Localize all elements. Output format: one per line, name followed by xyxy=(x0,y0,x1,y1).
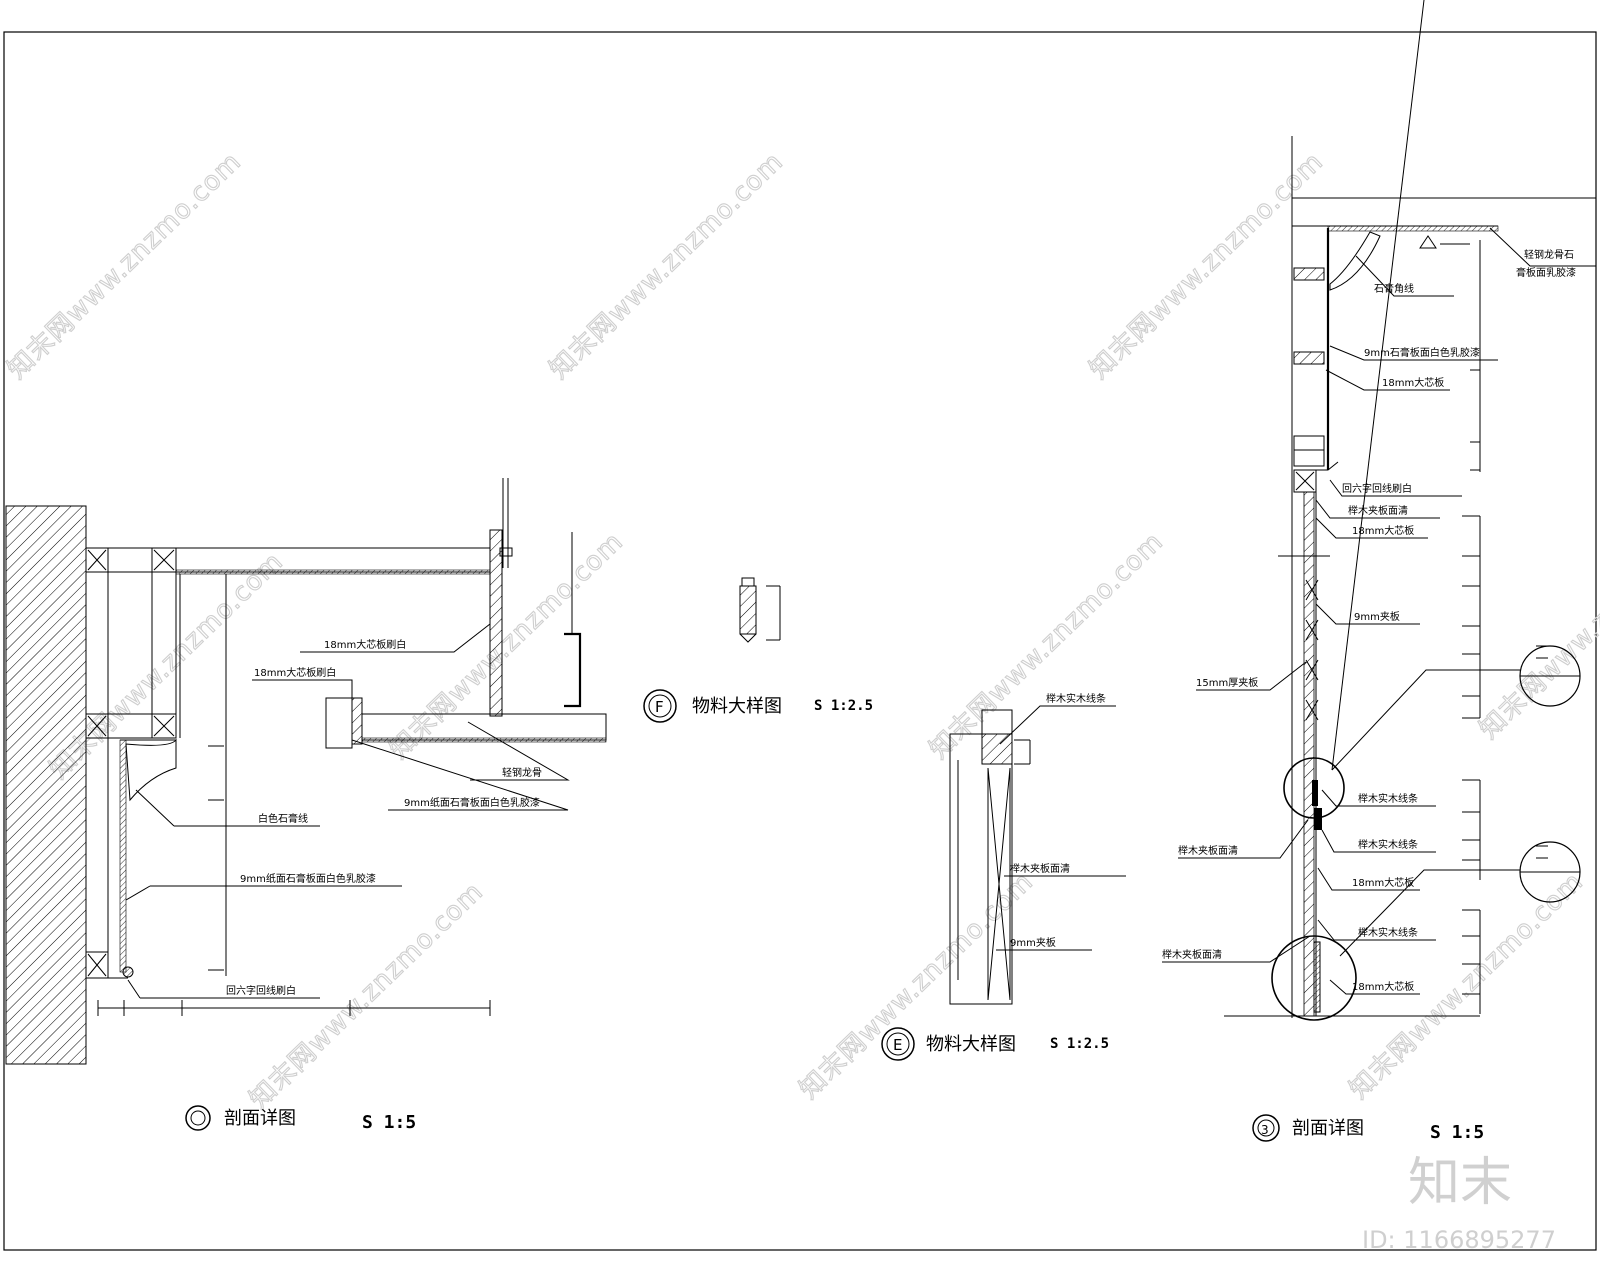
annotation-label: 轻钢龙骨石 xyxy=(1524,248,1574,261)
detail-marker-label: F xyxy=(655,698,664,716)
annotation-label: 榉木夹板面清 xyxy=(1010,862,1070,875)
detail-scale: S 1:5 xyxy=(1430,1122,1484,1143)
annotation-label: 榉木实木线条 xyxy=(1046,692,1106,705)
annotation-label: 榉木实木线条 xyxy=(1358,838,1418,851)
watermark-text: 知末网www.znzmo.com xyxy=(1474,507,1600,745)
detail-title: 剖面详图 xyxy=(1292,1118,1364,1139)
annotation-label: 9mm纸面石膏板面白色乳胶漆 xyxy=(404,796,540,809)
watermark-text: 知末网www.znzmo.com xyxy=(544,147,789,385)
detail-title: 剖面详图 xyxy=(224,1108,296,1129)
annotation-label: 榉木实木线条 xyxy=(1358,926,1418,939)
sheet-border xyxy=(3,31,1597,1251)
left-section-detail: 18mm大芯板刷白 18mm大芯板刷白 轻钢龙骨 9mm纸面石膏板面白色乳胶漆 … xyxy=(5,478,607,1133)
detail-e: 榉木实木线条 榉木夹板面清 9mm夹板 E 物料大样图 S 1:2.5 xyxy=(881,692,1126,1061)
right-section-detail: 轻钢龙骨石 膏板面乳胶漆 石膏角线 9mm石膏板面白色乳胶漆 18mm大芯板 回… xyxy=(1162,0,1596,1143)
annotation-label: 榉木夹板面清 xyxy=(1162,948,1222,961)
detail-marker-label: 3 xyxy=(1261,1123,1269,1137)
annotation-label: 18mm大芯板刷白 xyxy=(324,638,406,651)
annotation-label: 18mm大芯板刷白 xyxy=(254,666,336,679)
detail-marker xyxy=(185,1105,211,1131)
detail-scale: S 1:2.5 xyxy=(814,698,873,714)
watermark-text: 知末网www.znzmo.com xyxy=(2,147,247,385)
annotation-label: 轻钢龙骨 xyxy=(502,766,542,779)
watermark-text: 知末网www.znzmo.com xyxy=(924,527,1169,765)
annotation-label: 9mm石膏板面白色乳胶漆 xyxy=(1364,346,1480,359)
annotation-label: 9mm夹板 xyxy=(1010,936,1056,949)
annotation-label: 18mm大芯板 xyxy=(1352,876,1414,889)
watermark-text: 知末网www.znzmo.com xyxy=(384,527,629,765)
wall-hatch xyxy=(5,505,87,1065)
annotation-label: 15mm厚夹板 xyxy=(1196,676,1258,689)
watermark-text: 知末网www.znzmo.com xyxy=(794,867,1039,1105)
detail-scale: S 1:2.5 xyxy=(1050,1036,1109,1052)
annotation-label: 石膏角线 xyxy=(1374,282,1414,295)
detail-scale: S 1:5 xyxy=(362,1112,416,1133)
annotation-label: 榉木夹板面清 xyxy=(1348,504,1408,517)
detail-marker xyxy=(1252,1114,1280,1142)
annotation-label: 9mm纸面石膏板面白色乳胶漆 xyxy=(240,872,376,885)
annotation-label: 榉木实木线条 xyxy=(1358,792,1418,805)
annotation-label: 白色石膏线 xyxy=(258,812,308,825)
annotation-label: 9mm夹板 xyxy=(1354,610,1400,623)
detail-f: F 物料大样图 S 1:2.5 xyxy=(643,577,873,723)
annotation-label: 回六字回线刷白 xyxy=(1342,482,1412,495)
detail-marker-label: E xyxy=(893,1036,902,1054)
annotation-label: 18mm大芯板 xyxy=(1382,376,1444,389)
id-label: ID: 1166895277 xyxy=(1362,1226,1556,1254)
detail-title: 物料大样图 xyxy=(692,696,782,717)
annotation-label: 回六字回线刷白 xyxy=(226,984,296,997)
annotation-label: 18mm大芯板 xyxy=(1352,524,1414,537)
detail-title: 物料大样图 xyxy=(926,1034,1016,1055)
annotation-label: 榉木夹板面清 xyxy=(1178,844,1238,857)
annotation-label: 18mm大芯板 xyxy=(1352,980,1414,993)
annotation-label: 膏板面乳胶漆 xyxy=(1516,266,1576,279)
watermark-text: 知末网www.znzmo.com xyxy=(1084,147,1329,385)
watermark-layer: 知末网www.znzmo.com 知末网www.znzmo.com 知末网www… xyxy=(1,146,1600,1254)
brand-logo-text: 知末 xyxy=(1408,1153,1512,1213)
